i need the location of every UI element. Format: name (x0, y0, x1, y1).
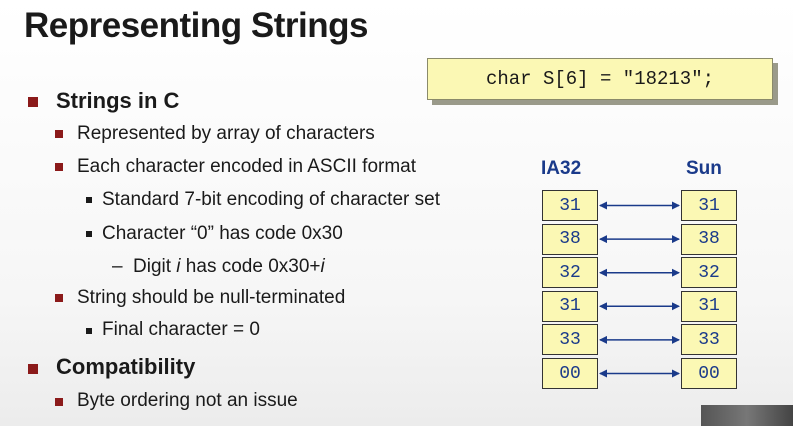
bullet-square-icon (55, 398, 63, 406)
ia32-byte-cell: 00 (542, 358, 598, 389)
bullet-represented: Represented by array of characters (77, 123, 375, 144)
code-box: char S[6] = "18213"; (427, 58, 773, 100)
ia32-byte-cell: 33 (542, 324, 598, 356)
bullet-small-square-icon (86, 328, 92, 334)
sun-byte-cell: 38 (681, 223, 737, 255)
ia32-byte-cell: 38 (542, 223, 598, 255)
bullet-byte-order: Byte ordering not an issue (77, 390, 298, 411)
bullet-digit-i: Digit i has code 0x30+i (133, 256, 325, 277)
bullet-square-icon (28, 364, 38, 374)
bullet-square-icon (55, 130, 63, 138)
bullet-standard: Standard 7-bit encoding of character set (102, 189, 440, 210)
sun-byte-cell: 31 (681, 190, 737, 221)
bullet-square-icon (55, 294, 63, 302)
ia32-label: IA32 (541, 158, 582, 179)
bullet-strings-in-c: Strings in C (56, 88, 180, 113)
bullet-small-square-icon (86, 197, 92, 203)
slide-title: Representing Strings (24, 6, 368, 45)
bullet-null-term: String should be null-terminated (77, 287, 346, 308)
ia32-byte-cell: 32 (542, 257, 598, 289)
bullet-square-icon (55, 163, 63, 171)
sun-byte-cell: 33 (681, 324, 737, 356)
sun-byte-cell: 31 (681, 290, 737, 322)
sun-label: Sun (686, 158, 722, 179)
video-thumbnail-corner (701, 405, 793, 426)
sun-byte-cell: 00 (681, 358, 737, 389)
bullet-compatibility: Compatibility (56, 354, 196, 379)
ia32-byte-cell: 31 (542, 290, 598, 322)
bullet-each-char: Each character encoded in ASCII format (77, 156, 417, 177)
bullet-char0: Character “0” has code 0x30 (102, 223, 343, 244)
bullet-small-square-icon (86, 231, 92, 237)
bullet-square-icon (28, 97, 38, 107)
ia32-byte-cell: 31 (542, 190, 598, 221)
bullet-final-char: Final character = 0 (102, 319, 260, 340)
dash-icon: – (112, 256, 123, 277)
sun-byte-cell: 32 (681, 257, 737, 289)
